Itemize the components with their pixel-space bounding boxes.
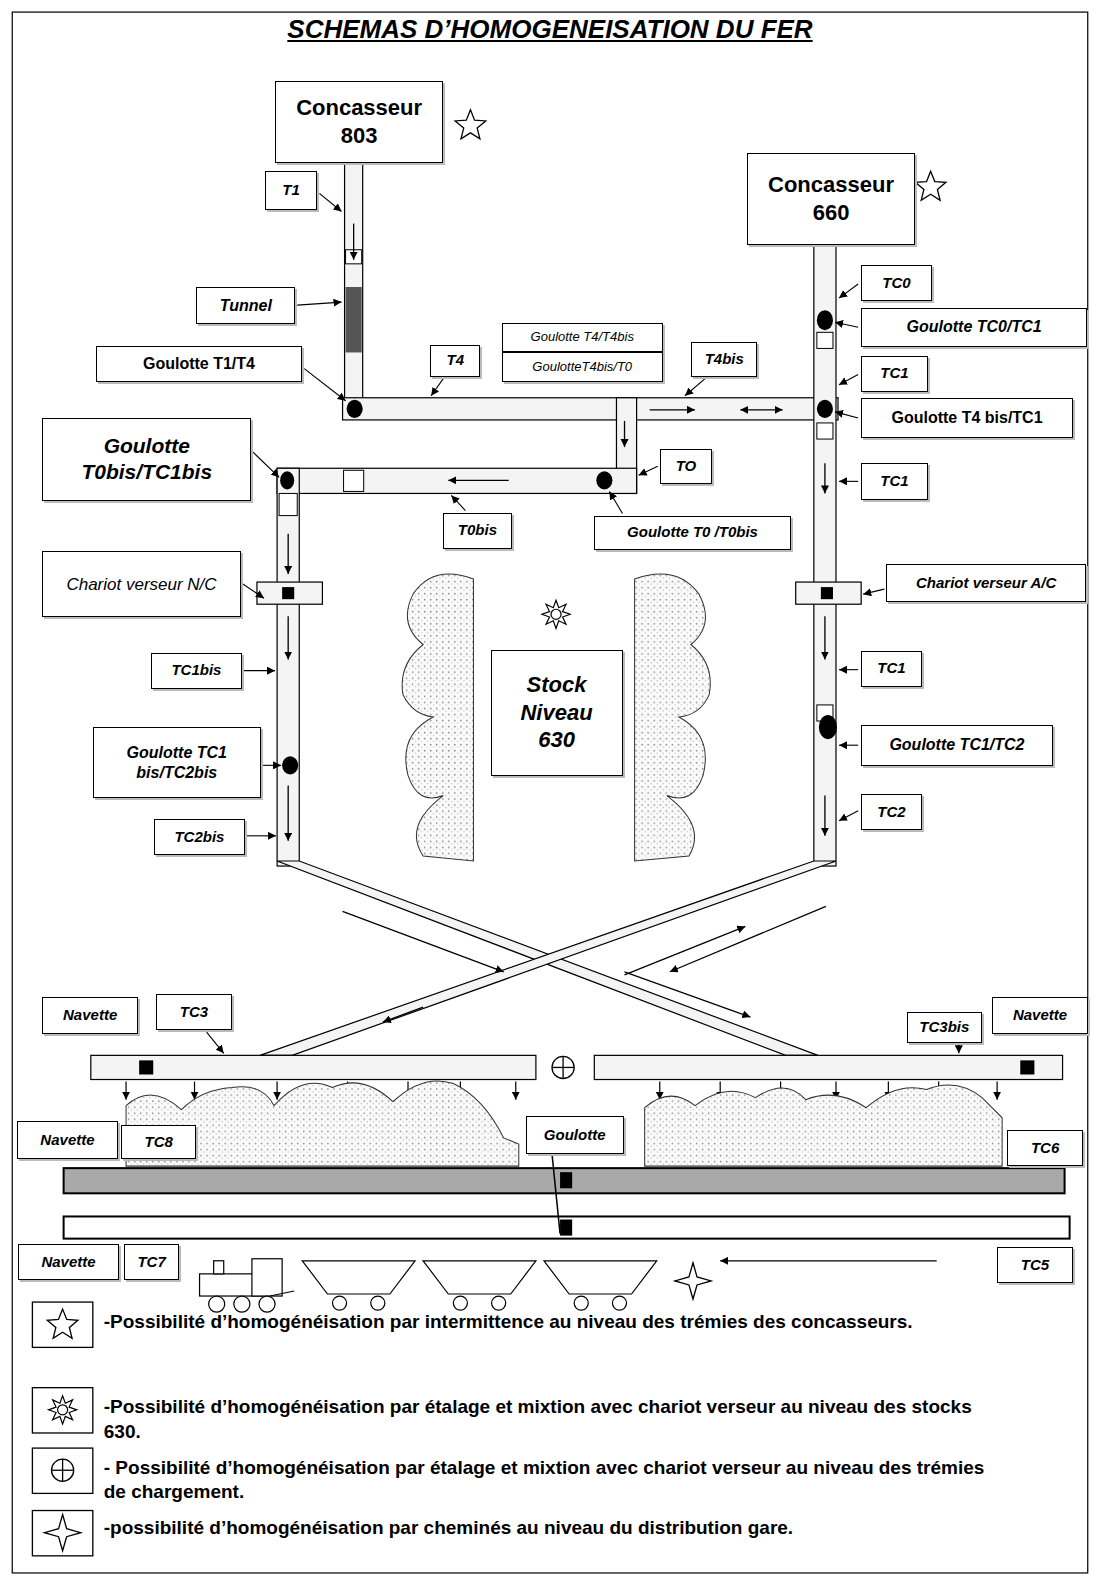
callout-box: TC2bis [154,819,245,855]
node-label: Navette [1013,1006,1067,1025]
legend-item: -Possibilité d’homogénéisation par inter… [104,1310,1011,1335]
node-label: Goulotte T4 bis/TC1 [891,408,1042,428]
callout-box: Navette [18,1244,119,1280]
equipment-box: Goulotte T0bis/TC1bis [42,418,251,501]
callout-box: TC6 [1007,1130,1083,1166]
callout-box: TC1 [861,356,927,392]
legend-item: -possibilité d’homogénéisation par chemi… [104,1516,1011,1541]
node-label: TC1bis [171,661,221,680]
node-label: TC3 [180,1003,208,1022]
callout-box: TC2 [861,794,921,830]
legend-item: - Possibilité d’homogénéisation par étal… [104,1456,1011,1505]
callout-box: TC1bis [151,653,242,689]
callout-box: T0bis [443,513,511,549]
callout-box: Goulotte [526,1116,624,1154]
legend-text: -possibilité d’homogénéisation par chemi… [104,1517,793,1538]
equipment-box: Goulotte TC1 bis/TC2bis [93,727,261,798]
node-label: Goulotte TC1/TC2 [889,735,1024,755]
callout-box: Chariot verseur A/C [886,564,1085,602]
legend-text: -Possibilité d’homogénéisation par inter… [104,1311,913,1332]
equipment-box: Chariot verseur N/C [42,551,240,617]
node-label: TC2bis [174,828,224,847]
node-label: Goulotte [544,1126,606,1145]
node-label: TC0 [882,274,910,293]
node-label: Goulotte TC0/TC1 [907,317,1042,337]
equipment-box: Stock Niveau 630 [491,650,623,776]
node-label: T1 [282,181,300,200]
node-label: TC3bis [919,1018,969,1037]
node-label: Navette [63,1006,117,1025]
callout-box: TC1 [861,651,921,687]
node-label: Concasseur 803 [284,94,434,149]
diagram-title: SCHEMAS D’HOMOGENEISATION DU FER [0,14,1100,45]
node-label: GoulotteT4bis/T0 [532,359,632,375]
callout-box: TC0 [861,265,932,301]
callout-box: T4bis [691,342,757,376]
node-label: Stock Niveau 630 [500,671,614,754]
node-label: T4 [447,351,465,370]
node-label: Goulotte TC1 bis/TC2bis [102,743,252,783]
node-label: TC6 [1031,1139,1059,1158]
callout-box: TC5 [997,1247,1073,1283]
node-label: Chariot verseur A/C [916,574,1056,593]
node-label: Navette [40,1131,94,1150]
equipment-box: Concasseur 660 [747,153,914,245]
node-label: T0bis [458,521,497,540]
callout-box: GoulotteT4bis/T0 [502,352,663,382]
node-label: Goulotte T1/T4 [143,354,255,374]
callout-box: Tunnel [196,287,295,324]
node-label: TO [676,457,697,476]
legend-item: -Possibilité d’homogénéisation par étala… [104,1395,1011,1444]
node-label: TC2 [877,803,905,822]
callout-box: Goulotte TC1/TC2 [861,725,1052,765]
node-label: Goulotte T4/T4bis [531,329,634,345]
node-label: T4bis [705,350,744,369]
node-label: Navette [41,1253,95,1272]
callout-box: T4 [430,345,480,377]
callout-box: TC1 [861,463,927,499]
node-label: TC8 [144,1133,172,1152]
node-label: Concasseur 660 [756,171,905,226]
callout-box: Goulotte TC0/TC1 [861,308,1087,346]
callout-box: TC7 [124,1244,179,1280]
node-label: Goulotte T0bis/TC1bis [51,433,242,486]
callout-box: TC8 [121,1125,197,1159]
node-label: TC1 [877,659,905,678]
callout-box: Navette [42,997,138,1033]
callout-box: Goulotte T0 /T0bis [594,516,790,550]
legend-text: - Possibilité d’homogénéisation par étal… [104,1457,985,1503]
node-label: Tunnel [220,296,272,316]
node-label: TC5 [1021,1256,1049,1275]
callout-box: Navette [992,997,1088,1033]
callout-box: TC3bis [907,1012,983,1042]
node-label: TC1 [880,472,908,491]
node-label: TC1 [880,364,908,383]
equipment-box: Concasseur 803 [275,81,443,164]
callout-box: Navette [17,1121,118,1159]
legend-text: -Possibilité d’homogénéisation par étala… [104,1396,972,1442]
callout-box: TO [660,449,712,483]
node-label: Goulotte T0 /T0bis [627,523,758,542]
callout-box: Goulotte T4/T4bis [502,323,663,351]
node-label: Chariot verseur N/C [66,574,216,595]
node-label: TC7 [137,1253,165,1272]
callout-box: Goulotte T4 bis/TC1 [861,398,1073,438]
callout-box: TC3 [156,994,232,1030]
callout-box: T1 [265,171,317,209]
callout-box: Goulotte T1/T4 [96,346,303,382]
